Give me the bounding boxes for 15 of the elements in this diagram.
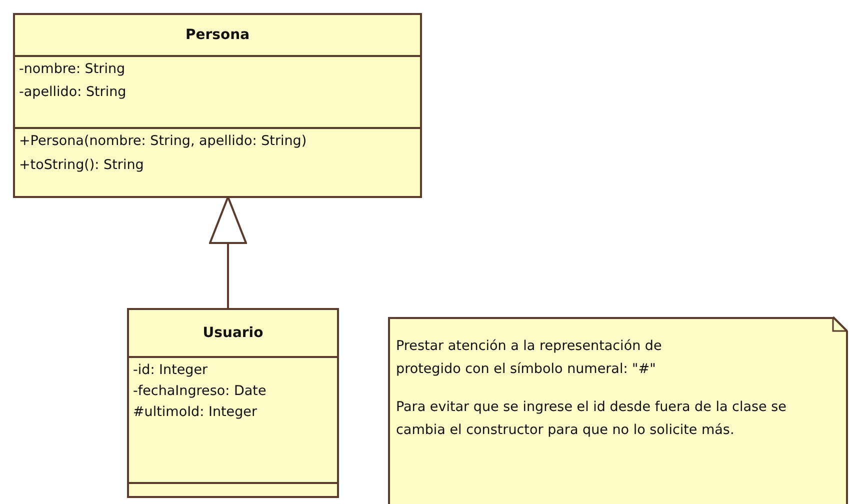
attribute-text: #ultimoId: Integer [133,403,258,421]
class-name: Persona [184,26,251,44]
note-text: Para evitar que se ingrese el id desde fuera de la clase se cambia el constructor para que no lo solicite más. [396,398,788,440]
attribute-text: -apellido: String [19,83,126,101]
note-text: Prestar atención a la representación de protegido con el símbolo numeral: "#" [396,337,663,378]
class-name: Usuario [202,324,264,342]
attribute-text: -fechaIngreso: Date [133,382,266,400]
class-box [13,13,422,198]
attribute-text: -nombre: String [19,60,126,78]
method-text: +Persona(nombre: String, apellido: String) [19,132,307,150]
note-box [388,317,848,504]
attribute-text: -id: Integer [133,361,208,379]
class-box [127,308,339,498]
generalization-arrow [209,196,247,308]
method-text: +toString(): String [19,156,144,174]
